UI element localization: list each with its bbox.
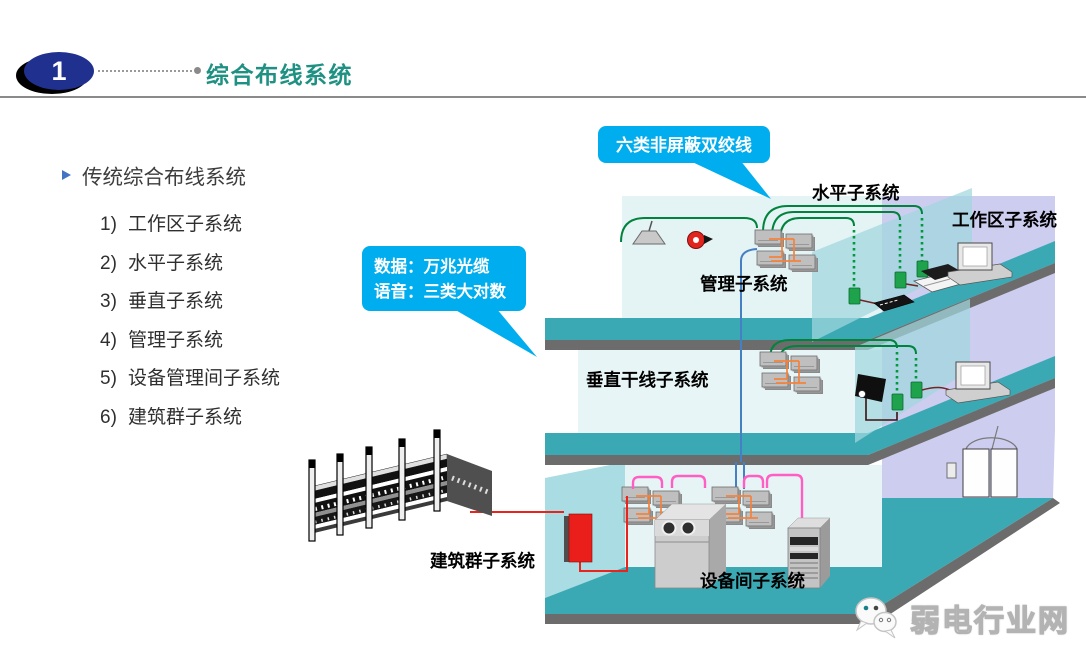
entrance-facility-box [564, 513, 593, 563]
elevator [946, 425, 1018, 498]
label-equipment-room-subsystem: 设备间子系统 [700, 571, 805, 591]
list-item: 6)建筑群子系统 [100, 406, 243, 428]
green-cables-floor3 [620, 205, 923, 243]
ceiling-lamp [632, 220, 666, 245]
pbx-cabinet [654, 503, 727, 589]
label-workarea-subsystem: 工作区子系统 [952, 210, 1057, 230]
green-dotted-drops-floor2 [895, 352, 918, 393]
watermark-text: 弱电行业网 [909, 604, 1070, 638]
pink-cables [631, 473, 804, 518]
header-rule [0, 96, 1086, 98]
list-heading: 传统综合布线系统 [62, 160, 492, 190]
wechat-icon [855, 597, 897, 639]
label-management-subsystem: 管理子系统 [700, 274, 788, 294]
dotted-connector [98, 70, 192, 72]
list-item: 5)设备管理间子系统 [100, 368, 281, 390]
label-vertical-subsystem: 垂直干线子系统 [586, 370, 709, 390]
list-item: 3)垂直子系统 [100, 291, 224, 313]
triangle-bullet-icon [62, 170, 71, 180]
list-heading-text: 传统综合布线系统 [82, 166, 246, 189]
callout-backbone-media: 数据：万兆光缆 语音：三类大对数 [362, 246, 537, 357]
switch-device [873, 294, 915, 312]
connector-dot [194, 67, 201, 74]
list-item: 1)工作区子系统 [100, 214, 243, 235]
wall-camera [855, 374, 886, 402]
section-number-badge: 1 [24, 52, 94, 90]
list-item: 2)水平子系统 [100, 252, 224, 274]
campus-building [308, 429, 492, 542]
label-horizontal-subsystem: 水平子系统 [812, 183, 900, 203]
server-rack [787, 517, 831, 589]
green-dotted-drops-floor3 [852, 218, 924, 288]
floor-slab-2 [545, 356, 1055, 465]
desktop-computer-floor3 [947, 242, 1013, 286]
fire-alarm-bell [687, 231, 713, 249]
callout-backbone-line2: 语音：三类大对数 [374, 281, 507, 301]
desktop-computer-floor2 [945, 361, 1011, 404]
label-campus-subsystem: 建筑群子系统 [430, 551, 535, 571]
callout-backbone-line1: 数据：万兆光缆 [374, 256, 490, 276]
callout-cat6-text: 六类非屏蔽双绞线 [616, 135, 752, 155]
partition-wall-floor2 [855, 299, 970, 443]
camera-wire [865, 398, 898, 421]
page-title: 综合布线系统 [206, 62, 353, 88]
watermark: 弱电行业网 [852, 594, 1070, 642]
section-number: 1 [51, 55, 67, 86]
subsystem-list: 传统综合布线系统 1)工作区子系统 2)水平子系统 3)垂直子系统 4)管理子系… [62, 160, 492, 438]
list-item: 4)管理子系统 [100, 329, 224, 351]
network-outlets [848, 260, 929, 411]
callout-cat6-utp: 六类非屏蔽双绞线 [598, 126, 771, 199]
